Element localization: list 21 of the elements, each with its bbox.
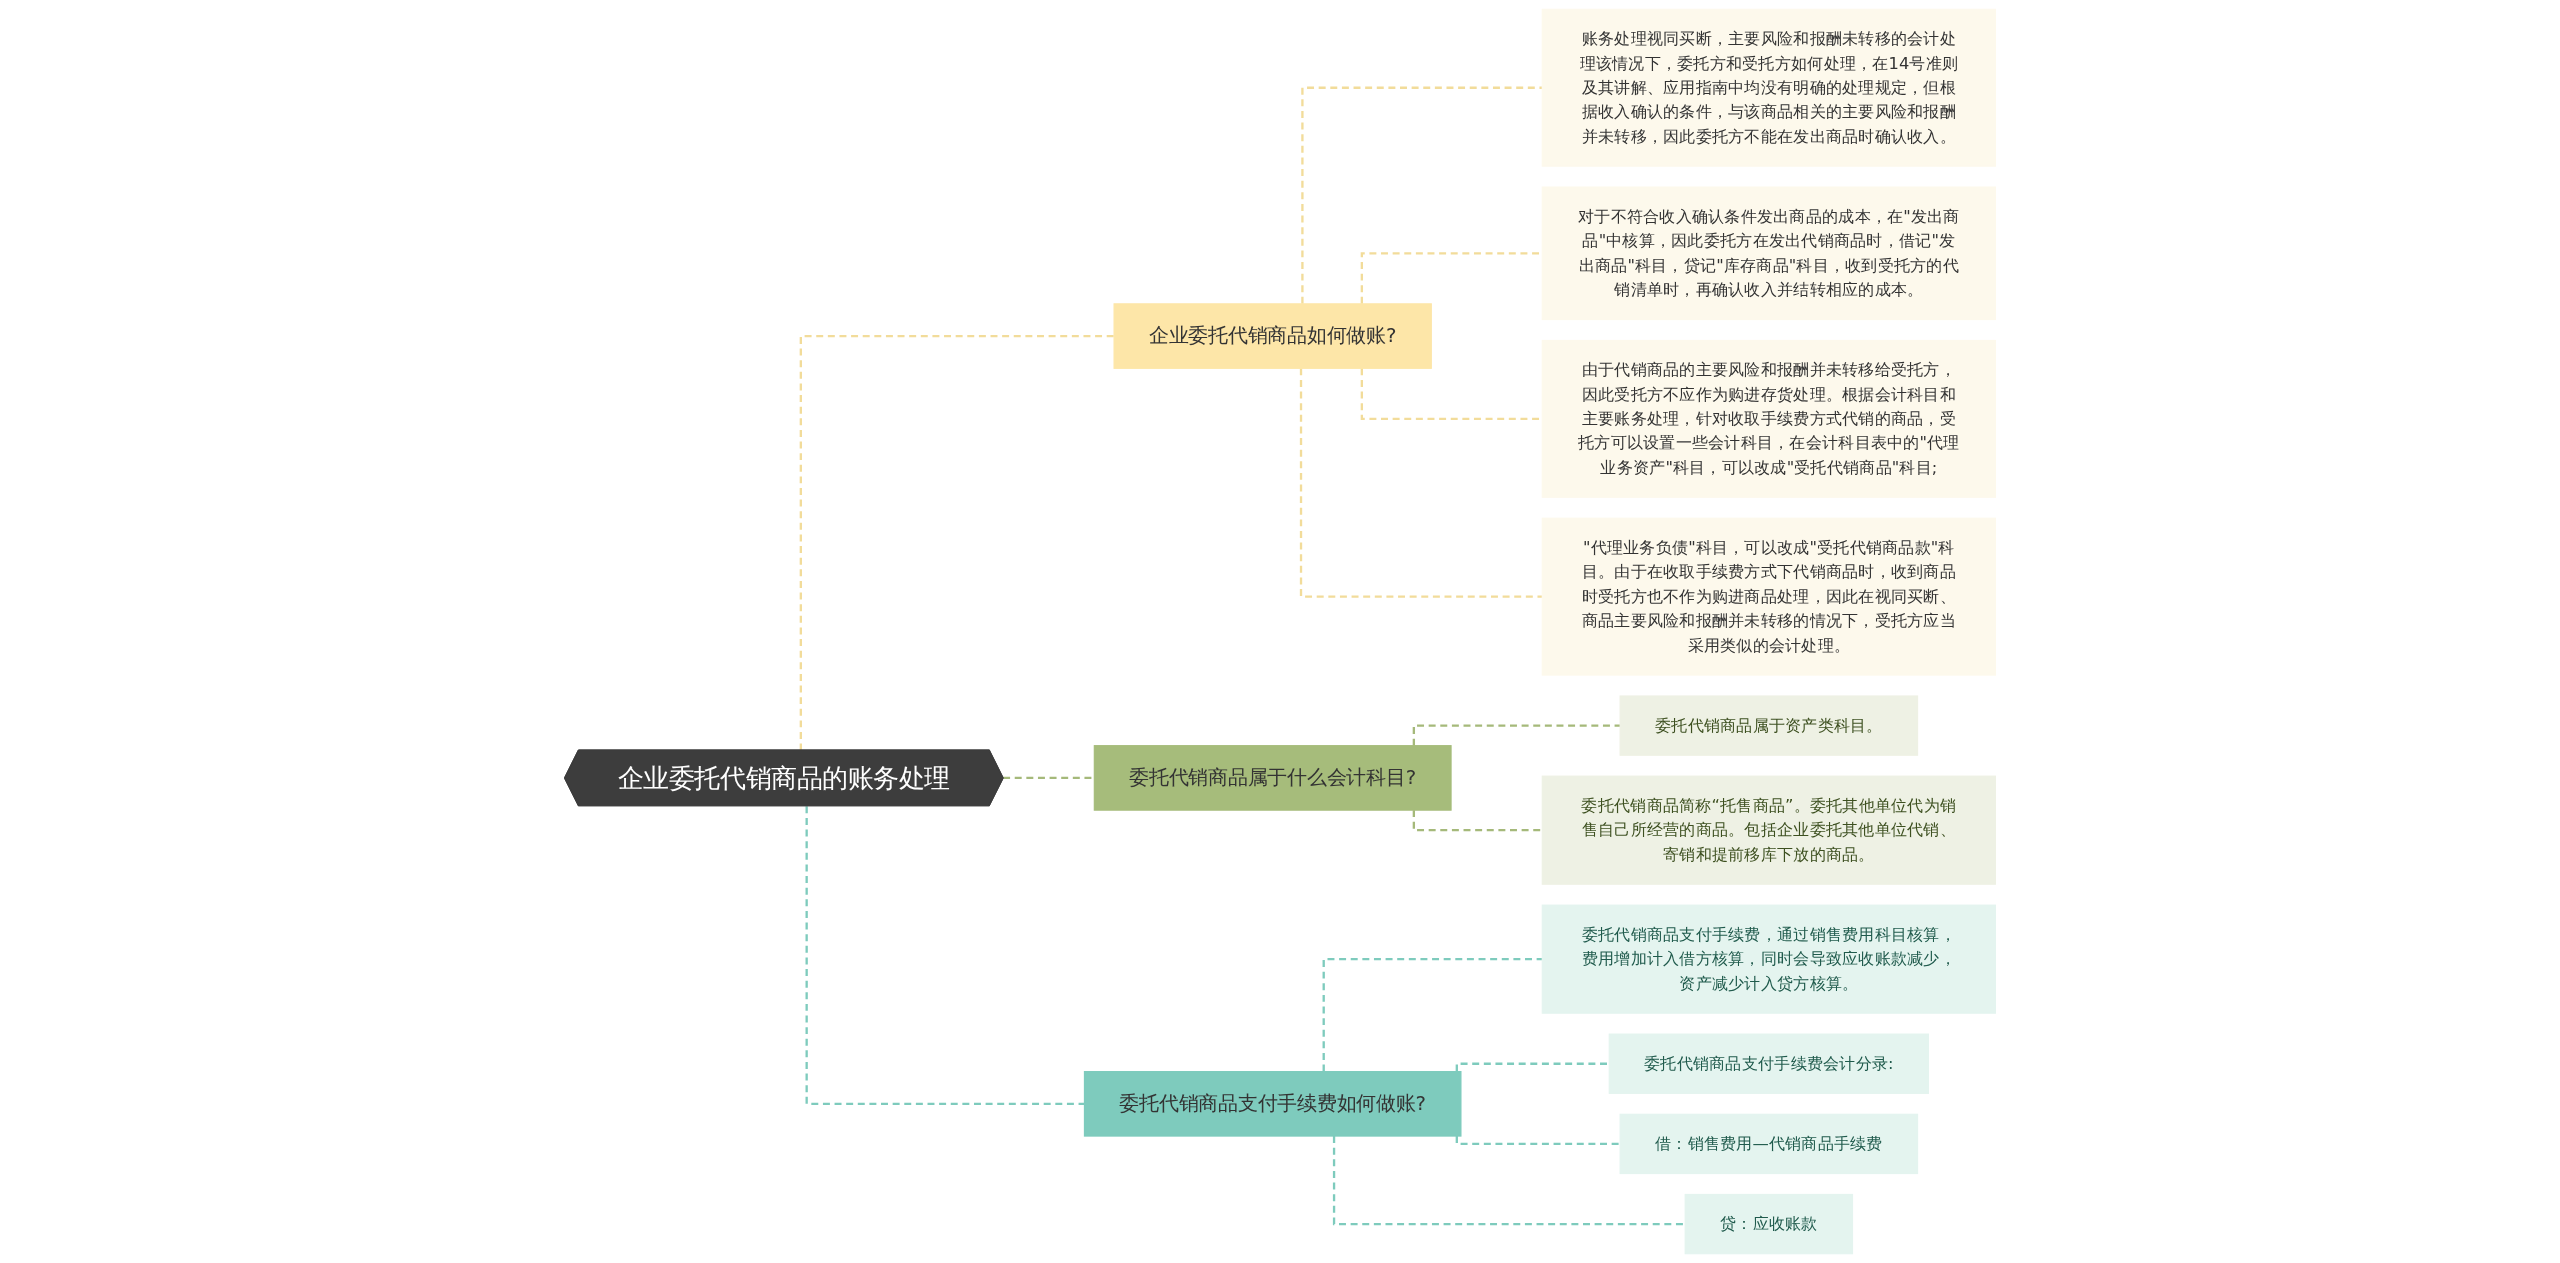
connector (1412, 810, 1543, 832)
connector (1301, 86, 1543, 304)
node-box: 委托代销商品简称“托售商品”。委托其他单位代为销售自己所经营的商品。包括企业委托其他单位代销、寄销和提前移库下放的商品。 (1541, 775, 1996, 885)
connector (1455, 1136, 1621, 1146)
node-box: 委托代销商品属于什么会计科目? (1093, 745, 1452, 811)
connector (805, 806, 1085, 1105)
node-box: 委托代销商品支付手续费会计分录: (1608, 1033, 1930, 1094)
node-box: "代理业务负债"科目，可以改成"受托代销商品款"科目。由于在收取手续费方式下代销商品时，收到商品时受托方也不作为购进商品处理，因此在视同买断、商品主要风险和报酬并未转移的情况下，受托方应当采用类似的会计处理。 (1541, 517, 1996, 676)
node-box: 委托代销商品支付手续费，通过销售费用科目核算，费用增加计入借方核算，同时会导致应收账款减少，资产减少计入贷方核算。 (1541, 904, 1996, 1014)
connector (1455, 1062, 1610, 1072)
connector (1332, 1136, 1686, 1226)
node-box: 借：销售费用—代销商品手续费 (1619, 1113, 1919, 1175)
connector (1322, 958, 1543, 1072)
connector (799, 334, 1115, 751)
node-box: 贷：应收账款 (1684, 1193, 1854, 1255)
node-box: 委托代销商品支付手续费如何做账? (1083, 1071, 1462, 1137)
node-box: 企业委托代销商品如何做账? (1113, 303, 1432, 369)
connector (1299, 368, 1543, 598)
connector (1412, 724, 1621, 746)
node-box: 委托代销商品属于资产类科目。 (1619, 695, 1919, 756)
node-box: 账务处理视同买断，主要风险和报酬未转移的会计处理该情况下，委托方和受托方如何处理，在14号准则及其讲解、应用指南中均没有明确的处理规定，但根据收入确认的条件，与该商品相关的主要风险和报酬并未转移，因此委托方不能在发出商品时确认收入。 (1541, 8, 1996, 167)
